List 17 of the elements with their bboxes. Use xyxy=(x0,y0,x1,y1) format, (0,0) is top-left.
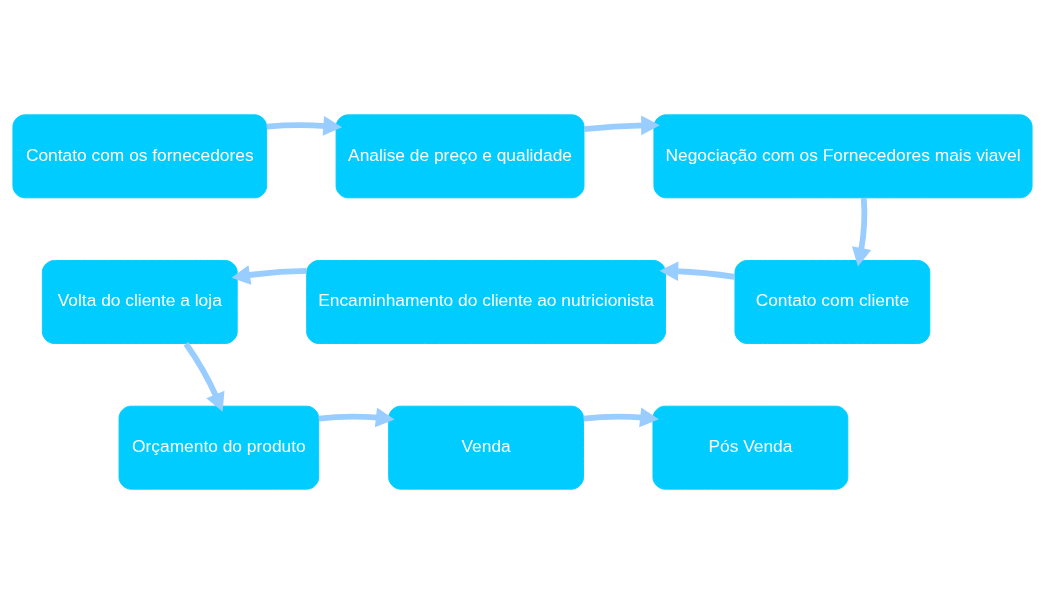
arrow xyxy=(659,260,736,281)
arrow xyxy=(183,341,225,412)
node-box: Analise de preço e qualidade xyxy=(335,113,585,198)
node-box: Pós Venda xyxy=(652,405,849,490)
node-box: Encaminhamento do cliente ao nutricionista xyxy=(306,259,666,344)
arrow xyxy=(318,407,395,427)
arrow xyxy=(583,114,660,135)
node-box: Negociação com os Fornecedores mais viavel xyxy=(653,113,1033,198)
node-box: Volta do cliente a loja xyxy=(41,259,238,344)
node-box: Orçamento do produto xyxy=(118,405,320,490)
node-box: Contato com cliente xyxy=(734,259,931,344)
arrow xyxy=(231,264,307,285)
node-box: Contato com os fornecedores xyxy=(12,113,268,198)
node-box: Venda xyxy=(388,405,584,490)
arrow xyxy=(266,115,343,136)
arrow xyxy=(851,197,872,266)
arrow xyxy=(583,407,659,427)
